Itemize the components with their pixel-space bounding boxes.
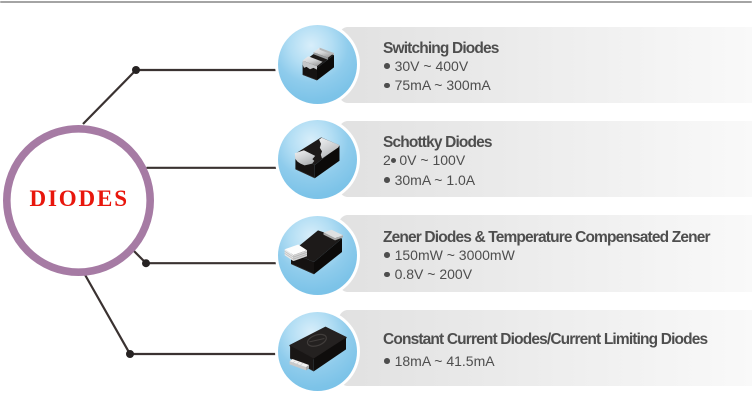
- svg-text:DIODES: DIODES: [30, 186, 129, 211]
